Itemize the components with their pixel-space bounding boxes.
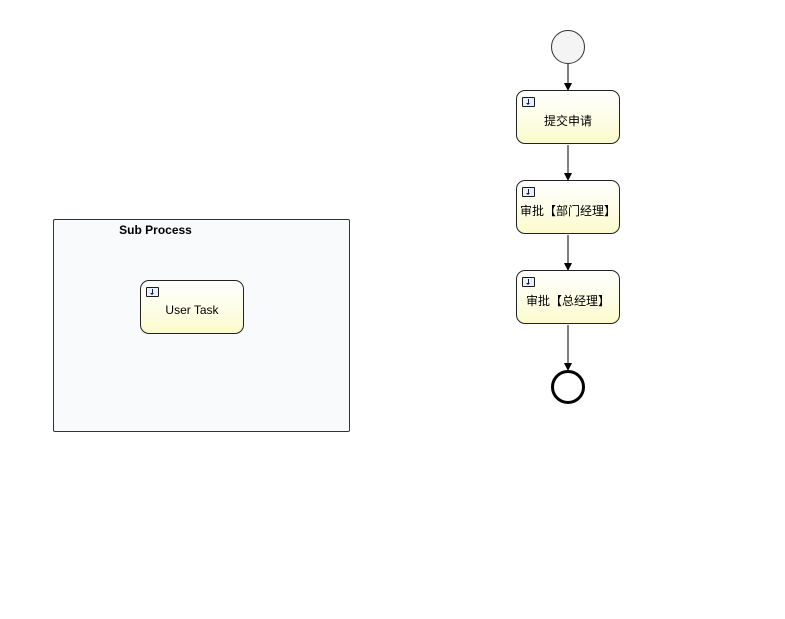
subprocess-title: Sub Process <box>119 223 192 237</box>
task-label: User Task <box>165 303 219 317</box>
end-event[interactable] <box>551 370 585 404</box>
user-task-icon <box>146 287 159 297</box>
subprocess-user-task[interactable]: User Task <box>140 280 244 334</box>
user-task-icon <box>522 187 535 197</box>
task-label: 审批【部门经理】 <box>519 203 616 218</box>
user-task-icon <box>522 277 535 287</box>
task-approve-dept-manager[interactable]: 审批【部门经理】 <box>516 180 620 234</box>
task-label: 审批【总经理】 <box>525 293 610 308</box>
user-task-icon <box>522 97 535 107</box>
task-label: 提交申请 <box>543 113 592 128</box>
start-event[interactable] <box>551 30 585 64</box>
task-submit-application[interactable]: 提交申请 <box>516 90 620 144</box>
task-approve-general-manager[interactable]: 审批【总经理】 <box>516 270 620 324</box>
